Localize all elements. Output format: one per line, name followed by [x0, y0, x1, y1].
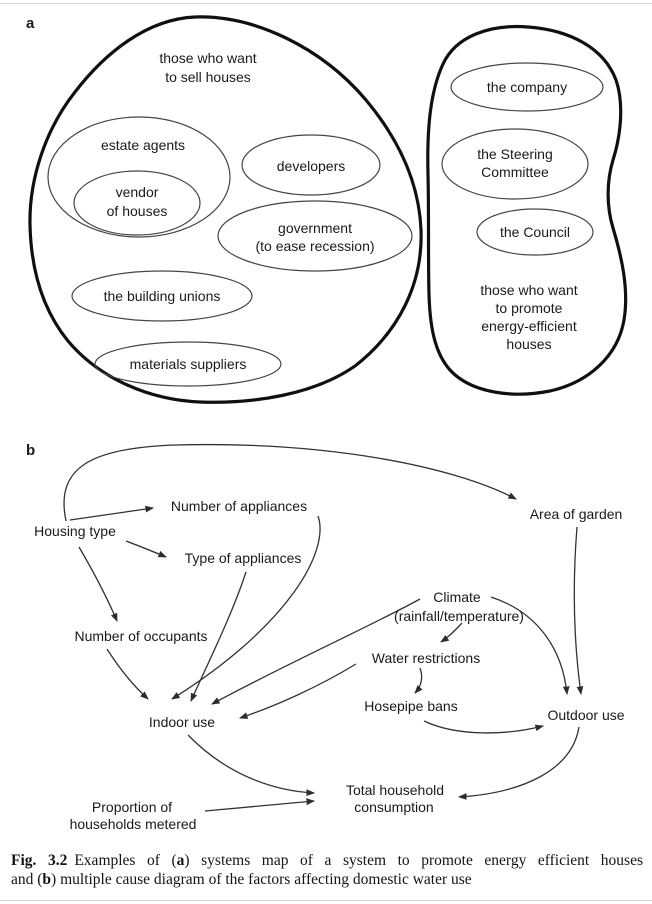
node-indoor-use: Indoor use	[149, 714, 215, 730]
node-outdoor-use: Outdoor use	[547, 707, 624, 723]
label-developers: developers	[277, 158, 346, 174]
label-vendor-of-houses: vendor	[116, 184, 159, 200]
label-the-council: the Council	[500, 224, 570, 240]
arrow-type-of-appliances-to-indoor-use	[190, 571, 247, 702]
promoters-blob-outline	[426, 24, 628, 396]
arrow-water-restrictions-to-indoor-use	[239, 663, 357, 719]
node-housing-type: Housing type	[34, 523, 116, 539]
node-area-of-garden: Area of garden	[530, 506, 623, 522]
arrow-indoor-use-to-total-household-consumption	[187, 734, 315, 797]
node-climate: Climate	[433, 589, 481, 605]
label-steering-committee: Committee	[481, 164, 549, 180]
figure-caption-line1: Fig. 3.2 Examples of (a) systems map of a…	[11, 852, 643, 871]
node-water-restrictions: Water restrictions	[372, 650, 480, 666]
arrow-housing-type-to-type-of-appliances	[125, 540, 167, 558]
arrow-area-of-garden-to-outdoor-use	[573, 526, 584, 695]
figure-number: Fig. 3.2	[11, 852, 68, 869]
ellipse-developers	[241, 134, 381, 196]
arrow-number-of-occupants-to-indoor-use	[106, 648, 149, 700]
node-number-of-occupants: Number of occupants	[74, 628, 207, 644]
node-hosepipe-bans: Hosepipe bans	[364, 698, 457, 714]
promoters-blob-title: those who want	[480, 282, 577, 298]
node-proportion-households-metered: Proportion of	[92, 799, 172, 815]
node-total-household-consumption: Total household	[346, 782, 444, 798]
figure-caption-line2: and (b) multiple cause diagram of the fa…	[11, 871, 643, 890]
bottom-rule	[0, 900, 652, 901]
arrow-water-restrictions-to-hosepipe-bans	[414, 667, 423, 694]
node-proportion-households-metered: households metered	[70, 816, 197, 832]
node-climate: (rainfall/temperature)	[394, 608, 524, 624]
figure-3-2-diagram: a those who want to sell houses estate a…	[26, 15, 628, 832]
arrow-climate-to-outdoor-use	[490, 596, 570, 695]
ellipse-the-company	[450, 62, 604, 112]
figure-caption: Fig. 3.2 Examples of (a) systems map of a…	[11, 852, 643, 889]
arrow-housing-type-to-number-of-appliances	[69, 505, 154, 521]
caption-text: ) multiple cause diagram of the factors …	[51, 870, 472, 888]
label-materials-suppliers: materials suppliers	[130, 356, 247, 372]
top-rule	[0, 3, 652, 4]
arrow-climate-to-indoor-use	[211, 598, 421, 705]
arrow-housing-type-to-number-of-occupants	[78, 546, 118, 622]
arrow-proportion-metered-to-total-household-consumption	[204, 798, 315, 812]
arrow-outdoor-use-to-total-household-consumption	[458, 726, 580, 800]
ellipse-steering-committee	[441, 128, 589, 200]
arrow-number-of-appliances-to-indoor-use	[171, 515, 321, 700]
ellipse-building-unions	[71, 270, 253, 322]
caption-text: ) systems map of a system to promote ene…	[184, 852, 643, 869]
label-vendor-of-houses: of houses	[107, 203, 168, 219]
promoters-blob-title: to promote	[496, 300, 563, 316]
caption-marker-b: b	[42, 870, 52, 888]
ellipse-materials-suppliers	[94, 341, 282, 387]
label-estate-agents: estate agents	[101, 137, 185, 153]
panel-b-label: b	[26, 442, 35, 459]
caption-text: and (	[11, 870, 43, 888]
caption-marker-a: a	[176, 852, 185, 869]
sellers-blob-title: to sell houses	[165, 69, 251, 85]
ellipse-vendor-of-houses	[73, 170, 201, 236]
label-government: government	[278, 220, 352, 236]
label-steering-committee: the Steering	[477, 146, 553, 162]
label-building-unions: the building unions	[104, 288, 221, 304]
promoters-blob-title: energy-efficient	[481, 318, 577, 334]
arrow-hosepipe-bans-to-outdoor-use	[423, 720, 544, 734]
node-total-household-consumption: consumption	[354, 799, 433, 815]
node-type-of-appliances: Type of appliances	[185, 550, 302, 566]
caption-text: Examples of (	[74, 852, 177, 869]
sellers-blob-title: those who want	[159, 50, 256, 66]
node-number-of-appliances: Number of appliances	[171, 498, 307, 514]
sellers-blob-outline	[28, 15, 423, 404]
label-the-company: the company	[487, 79, 567, 95]
ellipse-estate-agents	[47, 116, 231, 238]
promoters-blob-title: houses	[506, 336, 551, 352]
panel-a-label: a	[26, 15, 35, 32]
ellipse-the-council	[476, 208, 594, 256]
ellipse-government	[217, 200, 413, 272]
arrow-housing-type-to-area-of-garden	[63, 443, 517, 522]
arrow-climate-to-water-restrictions	[440, 622, 463, 643]
label-government: (to ease recession)	[255, 238, 374, 254]
